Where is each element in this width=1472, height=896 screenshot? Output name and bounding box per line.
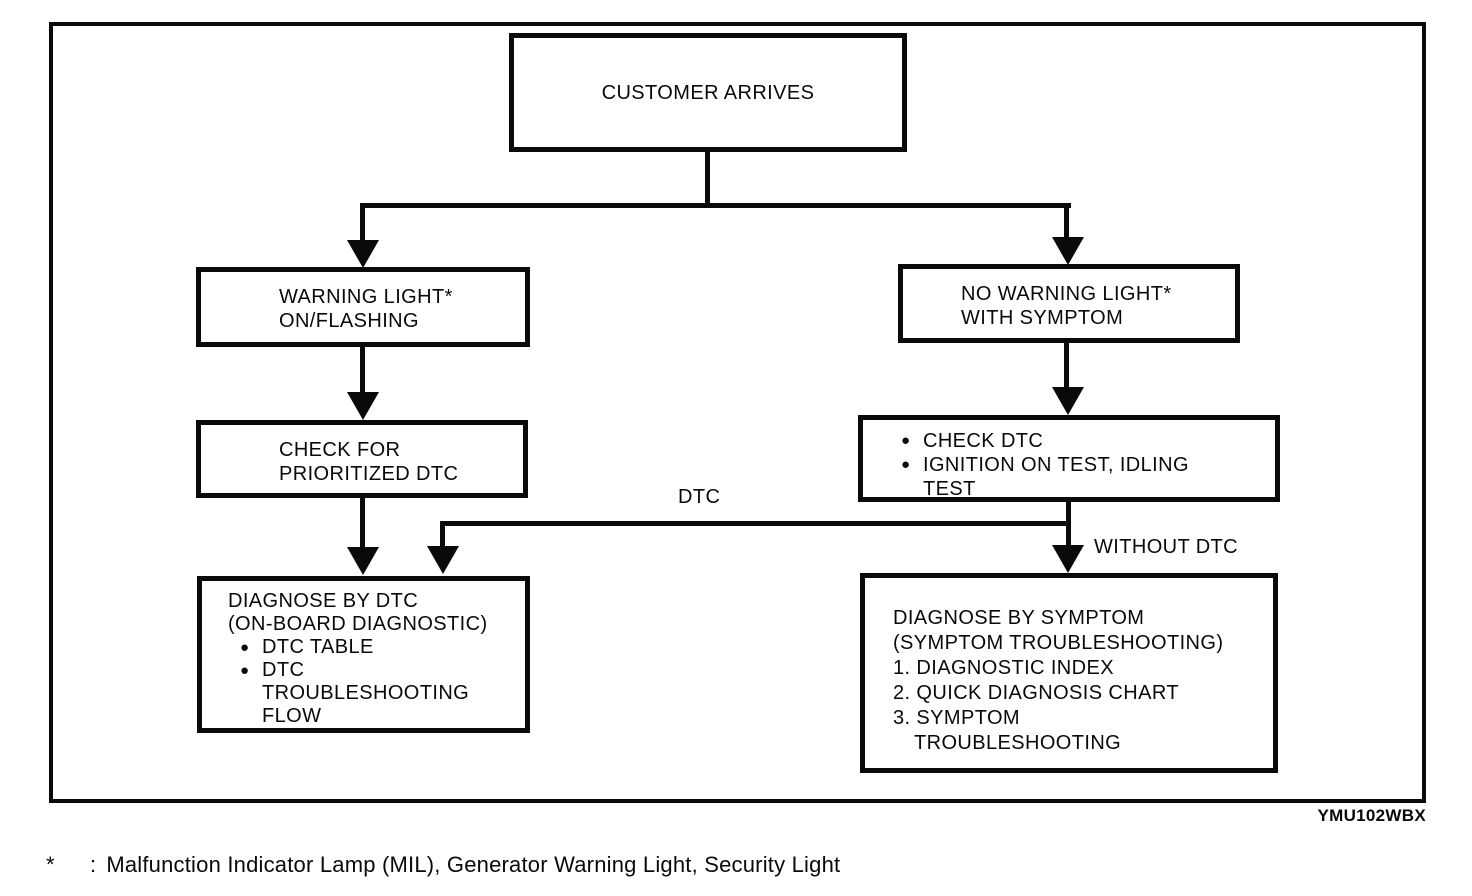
node-line: ON/FLASHING	[279, 310, 419, 332]
connector-dtc-horizontal	[440, 521, 1071, 526]
edge-label-without-dtc: WITHOUT DTC	[1094, 536, 1239, 558]
footnote-text: Malfunction Indicator Lamp (MIL), Genera…	[106, 852, 841, 877]
bullet-icon: ●	[901, 432, 911, 449]
node-line: 2. QUICK DIAGNOSIS CHART	[893, 682, 1179, 704]
node-line: WITH SYMPTOM	[961, 307, 1124, 329]
arrow-down-icon	[347, 547, 379, 575]
connector-root-vertical	[705, 150, 710, 208]
flow-node-diagnose-by-symptom: DIAGNOSE BY SYMPTOM (SYMPTOM TROUBLESHOO…	[860, 573, 1278, 773]
connector-warning-to-check	[360, 345, 365, 393]
node-line: DIAGNOSE BY DTC	[228, 590, 419, 612]
node-line: DIAGNOSE BY SYMPTOM	[893, 607, 1145, 629]
node-line: (SYMPTOM TROUBLESHOOTING)	[893, 632, 1224, 654]
node-line: NO WARNING LIGHT*	[961, 283, 1172, 305]
node-line: 3. SYMPTOM	[893, 707, 1020, 729]
flow-node-no-warning-light: NO WARNING LIGHT* WITH SYMPTOM	[898, 264, 1240, 343]
node-line: TEST	[923, 478, 976, 500]
bullet-item-continuation: TEST	[901, 477, 1275, 501]
connector-check-to-diagnose	[360, 496, 365, 548]
node-line: DTC TABLE	[262, 636, 374, 658]
flow-node-warning-light: WARNING LIGHT* ON/FLASHING	[196, 267, 530, 347]
arrow-down-icon	[1052, 545, 1084, 573]
node-line: CHECK DTC	[923, 430, 1044, 452]
flow-node-check-dtc: ● CHECK DTC ● IGNITION ON TEST, IDLING T…	[858, 415, 1280, 502]
node-line: TROUBLESHOOTING	[262, 682, 470, 704]
node-text: CUSTOMER ARRIVES	[601, 81, 815, 104]
connector-dtc-drop	[440, 521, 445, 547]
node-line: WARNING LIGHT*	[279, 286, 453, 308]
node-line: DTC	[262, 659, 305, 681]
arrow-down-icon	[1052, 387, 1084, 415]
bullet-item: ● DTC TABLE	[240, 636, 525, 659]
diagram-border	[49, 22, 1426, 803]
connector-branch-horizontal	[360, 203, 1071, 208]
bullet-icon: ●	[240, 662, 250, 679]
footnote: * : Malfunction Indicator Lamp (MIL), Ge…	[46, 852, 840, 878]
bullet-icon: ●	[240, 639, 250, 656]
figure-code: YMU102WBX	[1317, 806, 1426, 825]
node-line: TROUBLESHOOTING	[914, 732, 1122, 754]
flow-node-check-prioritized-dtc: CHECK FOR PRIORITIZED DTC	[196, 420, 528, 498]
bullet-icon: ●	[901, 456, 911, 473]
connector-nowarning-to-checkdtc	[1064, 341, 1069, 388]
arrow-down-icon	[427, 546, 459, 574]
bullet-item: ● CHECK DTC	[901, 429, 1275, 453]
node-line: CHECK FOR	[279, 439, 401, 461]
footnote-separator: :	[90, 852, 97, 877]
node-line: FLOW	[262, 705, 322, 727]
arrow-down-icon	[347, 392, 379, 420]
node-line: IGNITION ON TEST, IDLING	[923, 454, 1189, 476]
edge-label-dtc: DTC	[678, 486, 721, 508]
footnote-asterisk: *	[46, 852, 55, 877]
flow-node-customer-arrives: CUSTOMER ARRIVES	[509, 33, 907, 152]
arrow-down-icon	[347, 240, 379, 268]
node-line: PRIORITIZED DTC	[279, 463, 459, 485]
arrow-down-icon	[1052, 237, 1084, 265]
bullet-item: ● IGNITION ON TEST, IDLING	[901, 453, 1275, 477]
node-line: (ON-BOARD DIAGNOSTIC)	[228, 613, 488, 635]
node-line: 1. DIAGNOSTIC INDEX	[893, 657, 1114, 679]
connector-right-branch	[1064, 203, 1069, 239]
flow-node-diagnose-by-dtc: DIAGNOSE BY DTC (ON-BOARD DIAGNOSTIC) ● …	[197, 576, 530, 733]
connector-left-branch	[360, 203, 365, 243]
bullet-item: ● DTC	[240, 659, 525, 682]
